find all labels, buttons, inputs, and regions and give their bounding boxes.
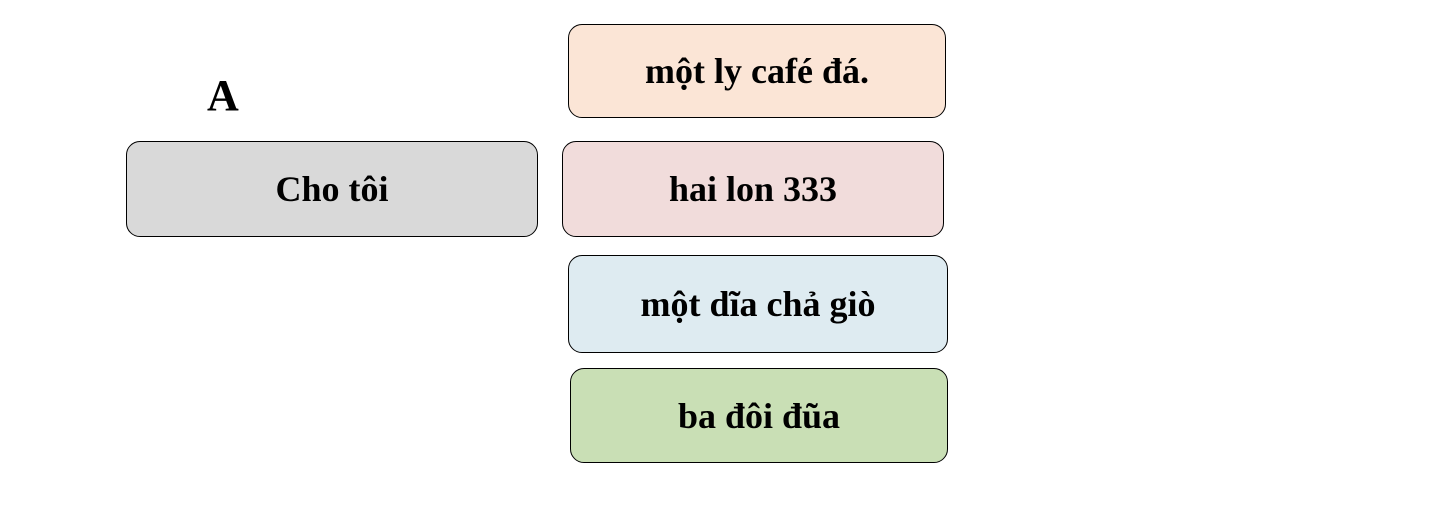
option-box-4[interactable]: ba đôi đũa bbox=[570, 368, 948, 463]
option-text-4: ba đôi đũa bbox=[677, 395, 841, 436]
option-text-2: hai lon 333 bbox=[668, 169, 838, 209]
section-label: A bbox=[207, 71, 239, 120]
option-box-2[interactable]: hai lon 333 bbox=[562, 141, 944, 237]
option-text-1: một ly café đá. bbox=[645, 51, 869, 91]
sentence-start-text: Cho tôi bbox=[275, 169, 389, 209]
option-text-3: một dĩa chả giò bbox=[640, 284, 876, 324]
sentence-start-box[interactable]: Cho tôi bbox=[126, 141, 538, 237]
option-box-1[interactable]: một ly café đá. bbox=[568, 24, 946, 118]
option-box-3[interactable]: một dĩa chả giò bbox=[568, 255, 948, 353]
